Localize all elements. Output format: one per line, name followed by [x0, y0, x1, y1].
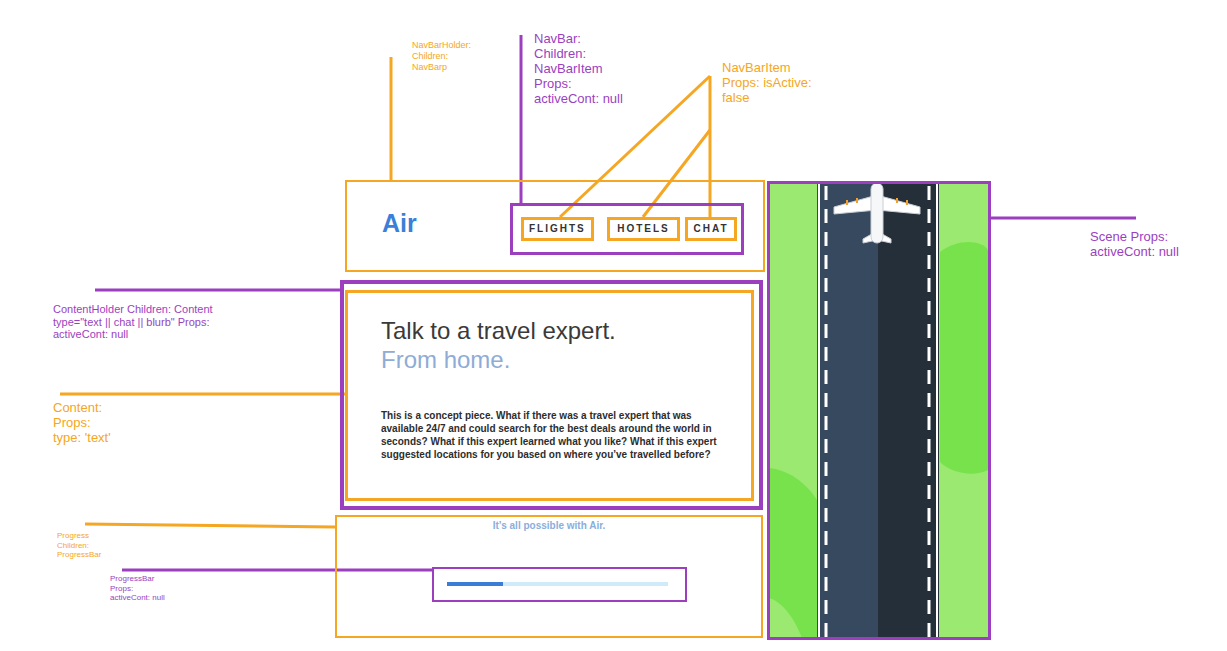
component-annotation: ProgressBar Props: activeCont: null [110, 574, 167, 603]
progress-bar-box: ProgressBar Props: activeCont: null [432, 567, 687, 602]
grass-ground [769, 183, 988, 638]
leader-line [390, 57, 393, 180]
tagline: It’s all possible with Air. [337, 520, 761, 532]
nav-item-box: CHAT [685, 217, 737, 241]
airplane [834, 183, 920, 243]
leader-line [709, 76, 712, 217]
leader-line [60, 393, 345, 396]
progress-track [447, 582, 668, 586]
runway-edge [818, 183, 820, 638]
leader-line [520, 35, 523, 203]
nav-item-label: HOTELS [617, 223, 670, 235]
airplane-engine [906, 200, 908, 205]
component-annotation: Content: Props: type: 'text' [53, 400, 115, 445]
nav-item-label: FLIGHTS [529, 223, 586, 235]
nav-item-box: FLIGHTS [521, 217, 594, 241]
content-subheading: From home. [381, 346, 510, 374]
component-annotation: NavBarHolder: Children: NavBarp [412, 40, 476, 73]
airplane-engine [896, 198, 898, 203]
runway-right-half [878, 183, 939, 638]
leader-line [95, 289, 340, 292]
runway-dash [825, 186, 828, 638]
runway-left-half [817, 183, 878, 638]
content-holder-box: Content: Props: type: 'text'Talk to a tr… [340, 280, 763, 510]
component-annotation: Progress Children: ProgressBar [57, 531, 103, 560]
leader-line [122, 569, 432, 572]
component-annotation: NavBar: Children: NavBarItem Props: acti… [534, 31, 629, 106]
runway-scene [769, 183, 988, 638]
leader-lines [60, 35, 1136, 570]
airplane-fuselage [871, 183, 883, 243]
component-annotation: NavBarItem Props: isActive: false [722, 60, 817, 105]
nav-item-box: HOTELS [607, 217, 680, 241]
runway-dash [928, 186, 931, 638]
progress-box: ProgressBar Props: activeCont: nullProgr… [335, 515, 763, 638]
leader-line [990, 217, 1136, 220]
content-body: This is a concept piece. What if there w… [381, 409, 733, 461]
airplane-engine [846, 200, 848, 205]
navbar-box: FLIGHTSHOTELSCHATNavBar: Children: NavBa… [510, 203, 744, 255]
component-annotation: ContentHolder Children: Content type="te… [53, 303, 253, 341]
component-annotation: Scene Props: activeCont: null [1090, 229, 1185, 259]
grass-patch [940, 242, 988, 474]
progress-fill [447, 582, 503, 586]
nav-item-label: CHAT [693, 223, 728, 235]
leader-line [85, 524, 335, 527]
navbar-holder-box: FLIGHTSHOTELSCHATNavBar: Children: NavBa… [345, 180, 765, 272]
progress-track-bg [447, 582, 668, 586]
airplane-engine [856, 198, 858, 203]
brand-logo: Air [382, 209, 417, 238]
runway-edge [936, 183, 938, 638]
content-box: Content: Props: type: 'text'Talk to a tr… [345, 290, 754, 501]
content-heading: Talk to a travel expert. [381, 317, 616, 345]
scene-box: Scene Props: activeCont: null [767, 181, 991, 640]
grass-patch [769, 468, 817, 638]
